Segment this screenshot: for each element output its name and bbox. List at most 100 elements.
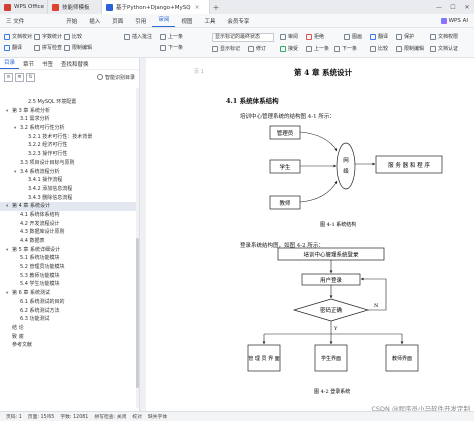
menu-review[interactable]: 审阅: [152, 14, 176, 27]
menu-view[interactable]: 视图: [181, 18, 193, 25]
edge-teacher-network: [299, 180, 338, 203]
show-markup-button[interactable]: 显示标记: [212, 45, 240, 52]
node-student-box: [269, 159, 301, 174]
menu-file[interactable]: 三 文件: [6, 18, 25, 25]
toc-item[interactable]: 6.3 功能测试: [0, 315, 138, 324]
prev-comment-button[interactable]: 上一条: [160, 33, 183, 40]
nav-tabs: 目录 章节 书签 查找和替换: [0, 58, 139, 70]
maximize-icon[interactable]: ☐: [450, 3, 456, 11]
toc-item[interactable]: 4.3 数据库设计原则: [0, 228, 138, 237]
track-changes-button[interactable]: 修订: [248, 45, 266, 52]
toc-item[interactable]: 5.4 学生功能模块: [0, 280, 138, 289]
review-pane-button[interactable]: 审阅: [280, 33, 298, 40]
toc-item[interactable]: 5.1 系统功能模块: [0, 254, 138, 263]
chevron-down-icon[interactable]: ▾: [6, 108, 9, 114]
toc-item[interactable]: 2.5 MySQL 环境配置: [0, 98, 138, 107]
tab-template[interactable]: 技能师模板: [48, 0, 102, 14]
toc-item[interactable]: 3.2.1 技术可行性：技术背景: [0, 133, 138, 142]
word-doc-icon: [106, 3, 113, 11]
toc-item[interactable]: ▾第 3 章 系统分析: [0, 107, 138, 116]
tab-label: 基于Python+Django+MySQ: [116, 5, 191, 11]
status-page-count[interactable]: 页面: 15/65: [27, 415, 55, 420]
accept-button[interactable]: 接受: [280, 45, 298, 52]
toc-item[interactable]: ▾第 5 章 系统详细设计: [0, 246, 138, 255]
toc-item[interactable]: 4.4 数据表: [0, 237, 138, 246]
translate-button[interactable]: 翻译: [4, 44, 22, 51]
menu-page[interactable]: 页面: [112, 18, 124, 25]
toc-item[interactable]: ▾3.2 系统可行性分析: [0, 124, 138, 133]
tab-bookmarks[interactable]: 书签: [42, 61, 54, 68]
insert-comment-button[interactable]: 插入批注: [124, 33, 152, 40]
toc-item[interactable]: ▾3.4 系统流程分析: [0, 168, 138, 177]
tab-chapters[interactable]: 章节: [23, 61, 35, 68]
toc-item[interactable]: 结 论: [0, 324, 138, 333]
toc-item[interactable]: 3.1 需求分析: [0, 115, 138, 124]
toc-item[interactable]: 参考文献: [0, 341, 138, 350]
close-window-icon[interactable]: ✕: [464, 3, 470, 11]
status-proofread[interactable]: 校对: [132, 415, 142, 420]
menu-member[interactable]: 会员专享: [227, 18, 250, 25]
tab-toc[interactable]: 目录: [0, 58, 20, 69]
toc-item[interactable]: ▾第 4 章 系统设计: [0, 202, 138, 211]
toc-item[interactable]: 6.2 系统测试方法: [0, 307, 138, 316]
toc-scrollbar[interactable]: [136, 88, 139, 408]
toc-item[interactable]: 3.2.3 操作可行性: [0, 150, 138, 159]
toc-item[interactable]: 3.3 项目设计目标与原则: [0, 159, 138, 168]
document-page[interactable]: 第 4 章 系统设计 4.1 系统体系结构 培训中心管理系统的结构图 4-1 所…: [226, 58, 474, 411]
doc-auth-button[interactable]: 文档认证: [430, 45, 458, 52]
restrict-edit-button[interactable]: 限制编辑: [64, 44, 92, 51]
close-icon[interactable]: ×: [194, 3, 200, 11]
status-missing-font[interactable]: 缺失字体: [147, 415, 168, 420]
toc-item[interactable]: 3.4.2 添加信息流程: [0, 185, 138, 194]
toc-item[interactable]: 3.2.2 经济可行性: [0, 141, 138, 150]
toc-item-label: 2.5 MySQL 环境配置: [28, 99, 77, 105]
toc-item[interactable]: 3.4.1 操作流程: [0, 176, 138, 185]
toc-item[interactable]: 5.3 教师功能模块: [0, 272, 138, 281]
next-change-button[interactable]: 下一条: [334, 45, 357, 52]
word-count-button[interactable]: 字数统计: [34, 33, 62, 40]
spellcheck-button[interactable]: 拼写检查: [34, 44, 62, 51]
wps-ai-button[interactable]: WPS AI: [440, 17, 468, 24]
markup-view-select[interactable]: 显示标记的最终状态: [212, 33, 274, 42]
level-icon[interactable]: ⇅: [26, 72, 35, 82]
doc-permission-button[interactable]: 文档权限: [430, 33, 458, 40]
toc-item[interactable]: ▾第 6 章 系统测试: [0, 289, 138, 298]
expand-icon[interactable]: ≡: [4, 72, 13, 82]
translate2-button[interactable]: 翻译: [370, 33, 388, 40]
next-comment-button[interactable]: 下一条: [160, 44, 183, 51]
proofread-button[interactable]: 文档校对: [4, 33, 32, 40]
compare2-button[interactable]: 比较: [370, 45, 388, 52]
status-spellcheck[interactable]: 拼写检查: 关闭: [94, 415, 127, 420]
tab-wps-office[interactable]: WPS Office: [0, 0, 48, 14]
toc-item[interactable]: 5.2 管理员功能模块: [0, 263, 138, 272]
ink-button[interactable]: 图画: [344, 33, 362, 40]
scroll-thumb[interactable]: [136, 238, 139, 388]
minimize-icon[interactable]: —: [436, 3, 442, 11]
collapse-icon[interactable]: ≣: [15, 72, 24, 82]
compare-button[interactable]: 比较: [64, 33, 82, 40]
toc-item[interactable]: 6.1 系统测试的目的: [0, 298, 138, 307]
protect-button[interactable]: 保护: [396, 33, 414, 40]
tab-find-replace[interactable]: 查找和替换: [61, 61, 89, 68]
menu-home[interactable]: 开始: [66, 18, 78, 25]
chevron-down-icon[interactable]: ▾: [14, 126, 17, 132]
menu-tools[interactable]: 工具: [204, 18, 216, 25]
new-tab-button[interactable]: +: [212, 2, 220, 12]
toc-item[interactable]: 3.4.3 删除信息流程: [0, 194, 138, 203]
tab-document[interactable]: 基于Python+Django+MySQ ×: [102, 0, 210, 14]
menu-insert[interactable]: 插入: [89, 18, 101, 25]
status-word-count[interactable]: 字数: 12081: [60, 415, 89, 420]
prev-change-button[interactable]: 上一条: [306, 45, 329, 52]
figure-system-structure: 管理员 学生 教师 网 络 服 务 器 和 程 序 图 4-1 系统结构: [269, 125, 443, 228]
restrict-edit2-button[interactable]: 限制编辑: [396, 45, 424, 52]
chevron-down-icon[interactable]: ▾: [6, 204, 9, 210]
toc-item[interactable]: 致 谢: [0, 333, 138, 342]
toc-item[interactable]: 4.1 系统体系结构: [0, 211, 138, 220]
reject-button[interactable]: 拒绝: [306, 33, 324, 40]
toc-item[interactable]: 4.2 开发流程设计: [0, 220, 138, 229]
chevron-down-icon[interactable]: ▾: [6, 247, 9, 253]
menu-reference[interactable]: 引用: [135, 18, 147, 25]
chevron-down-icon[interactable]: ▾: [14, 169, 17, 175]
chevron-down-icon[interactable]: ▾: [6, 291, 9, 297]
smart-toc-button[interactable]: 智能识别目录: [96, 74, 135, 81]
